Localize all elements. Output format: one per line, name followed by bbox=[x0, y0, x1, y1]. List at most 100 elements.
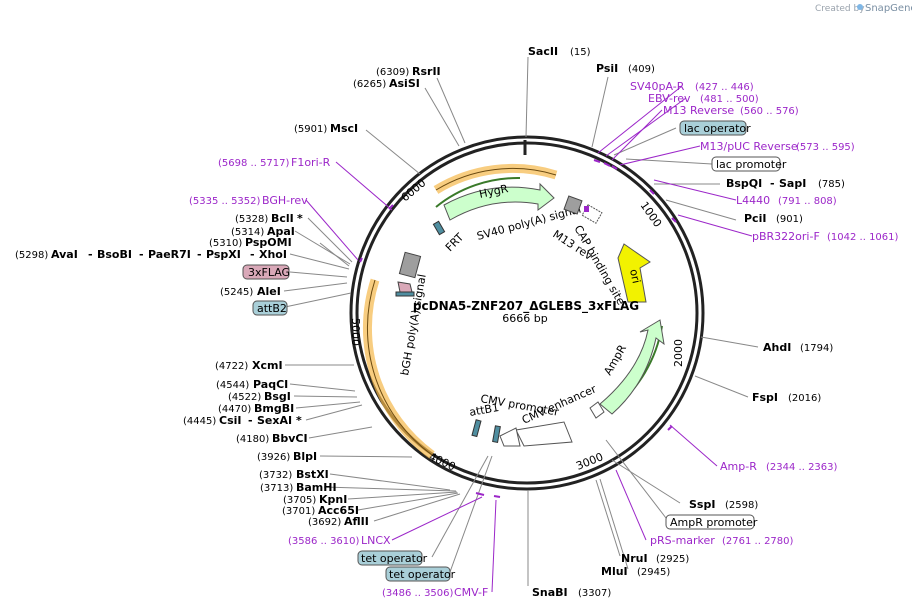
enzyme-psii[interactable]: PsiI(409) bbox=[596, 62, 655, 75]
enzyme-separator: - bbox=[197, 248, 202, 261]
enzyme-pos: (5328) bbox=[235, 214, 268, 225]
primer-range: (481 .. 500) bbox=[700, 94, 759, 105]
enzyme-msci[interactable]: (5901)MscI bbox=[294, 122, 358, 135]
primer-name: CMV-F bbox=[454, 586, 488, 599]
enzyme-pcii[interactable]: PciI(901) bbox=[744, 212, 803, 225]
boxed-feature-labels: lac operator lac promoter 3xFLAG attB2 A… bbox=[242, 120, 787, 582]
enzyme-pos: (4180) bbox=[236, 434, 269, 445]
enzyme-pos: (5314) bbox=[231, 227, 264, 238]
feature-3xflag[interactable]: 3xFLAG bbox=[242, 264, 290, 280]
enzyme-name: NruI bbox=[621, 552, 648, 565]
feature-name: lac promoter bbox=[716, 158, 787, 171]
enzyme-pos: (3307) bbox=[578, 588, 611, 599]
feature-lac-promoter[interactable]: lac promoter bbox=[711, 156, 787, 172]
enzyme-name: BsoBI bbox=[97, 248, 132, 261]
enzyme-name: FspI bbox=[752, 391, 778, 404]
flag-marker bbox=[397, 281, 413, 293]
enzyme-nrui[interactable]: NruI(2925) bbox=[621, 552, 689, 565]
primer-range: (5335 .. 5352) bbox=[189, 196, 261, 207]
enzyme-xcmi[interactable]: (4722)XcmI bbox=[215, 359, 283, 372]
primer-bgh-rev[interactable]: (5335 .. 5352)BGH-rev bbox=[189, 194, 308, 207]
primer-range: (573 .. 595) bbox=[796, 142, 855, 153]
snapgene-credit: Created by SnapGene bbox=[815, 3, 912, 14]
enzyme-name: SexAI bbox=[257, 414, 292, 427]
enzyme-pos: (6265) bbox=[353, 79, 386, 90]
primer-m13-reverse[interactable]: M13 Reverse(560 .. 576) bbox=[663, 104, 799, 117]
enzyme-name: Acc65I bbox=[318, 504, 359, 517]
primer-lncx[interactable]: (3586 .. 3610)LNCX bbox=[288, 534, 391, 547]
backbone-ring bbox=[349, 135, 705, 491]
primer-ebv-rev[interactable]: EBV-rev(481 .. 500) bbox=[648, 92, 759, 105]
primer-pbr322ori-f[interactable]: pBR322ori-F(1042 .. 1061) bbox=[752, 230, 899, 243]
enzyme-pos: (15) bbox=[570, 47, 591, 58]
enzyme-snabi[interactable]: SnaBI(3307) bbox=[532, 586, 611, 599]
enzyme-separator: - bbox=[770, 177, 775, 190]
primer-sv40pa-r[interactable]: SV40pA-R(427 .. 446) bbox=[630, 80, 754, 93]
enzyme-sacii[interactable]: SacII(15) bbox=[528, 45, 591, 58]
enzyme-blpi[interactable]: (3926)BlpI bbox=[257, 450, 317, 463]
enzyme-name: SapI bbox=[779, 177, 806, 190]
enzyme-asisi[interactable]: (6265)AsiSI bbox=[353, 77, 420, 90]
enzyme-pos: (2945) bbox=[637, 567, 670, 578]
enzyme-pos: (3926) bbox=[257, 452, 290, 463]
hygr-arrow bbox=[443, 182, 555, 221]
enzyme-name: BspQI bbox=[726, 177, 762, 190]
enzyme-sspi[interactable]: SspI (2598) bbox=[689, 498, 758, 511]
feature-attb2[interactable]: attB2 bbox=[252, 300, 288, 316]
feature-name: attB2 bbox=[257, 302, 287, 315]
enzyme-pos: (2598) bbox=[725, 500, 758, 511]
feature-tet-operator-2[interactable]: tet operator bbox=[385, 566, 456, 582]
enzyme-mlui[interactable]: MluI (2945) bbox=[601, 565, 670, 578]
enzyme-pos: (3705) bbox=[283, 495, 316, 506]
enzyme-pos: (3732) bbox=[259, 470, 292, 481]
enzyme-pspomi[interactable]: (5310)PspOMI bbox=[209, 236, 292, 249]
feature-tet-operator-1[interactable]: tet operator bbox=[357, 550, 428, 566]
enzyme-name: MluI bbox=[601, 565, 628, 578]
credit-text: Created by bbox=[815, 4, 865, 14]
feature-name: 3xFLAG bbox=[248, 266, 290, 279]
enzyme-csii-sexai[interactable]: (4445)CsiI-SexAI* bbox=[183, 414, 302, 427]
enzyme-alei[interactable]: (5245)AleI bbox=[220, 285, 281, 298]
enzyme-paqci[interactable]: (4544)PaqCI bbox=[216, 378, 288, 391]
enzyme-pos: (4522) bbox=[228, 392, 261, 403]
m13-mark bbox=[584, 206, 589, 212]
enzyme-fspi[interactable]: FspI (2016) bbox=[752, 391, 821, 404]
enzyme-avai-group[interactable]: (5298) AvaI - BsoBI - PaeR7I - PspXI - X… bbox=[15, 248, 287, 261]
feature-name: tet operator bbox=[389, 568, 456, 581]
feature-ampr-promoter[interactable]: AmpR promoter bbox=[665, 514, 758, 530]
enzyme-rsrii[interactable]: (6309)RsrII bbox=[376, 65, 441, 78]
primer-cmv-f[interactable]: (3486 .. 3506)CMV-F bbox=[382, 586, 488, 599]
enzyme-kpni[interactable]: (3705)KpnI bbox=[283, 493, 347, 506]
primer-m13-puc-reverse[interactable]: M13/pUC Reverse(573 .. 595) bbox=[700, 140, 855, 153]
enzyme-name: PaeR7I bbox=[148, 248, 191, 261]
enzyme-apai[interactable]: (5314)ApaI bbox=[231, 225, 295, 238]
enzyme-name: PciI bbox=[744, 212, 766, 225]
enzyme-bamhi[interactable]: (3713)BamHI bbox=[260, 481, 337, 494]
enzyme-aflii[interactable]: (3692)AflII bbox=[308, 515, 369, 528]
enzyme-pos: (6309) bbox=[376, 67, 409, 78]
primer-name: M13/pUC Reverse bbox=[700, 140, 798, 153]
primer-prs-marker[interactable]: pRS-marker(2761 .. 2780) bbox=[650, 534, 794, 547]
leader-lines bbox=[283, 56, 759, 586]
enzyme-name: SspI bbox=[689, 498, 715, 511]
enzyme-ahdi[interactable]: AhdI(1794) bbox=[763, 341, 833, 354]
enzyme-bbvci[interactable]: (4180)BbvCI bbox=[236, 432, 308, 445]
enzyme-bspqi-sapi[interactable]: BspQI-SapI(785) bbox=[726, 177, 845, 190]
ori-arrow bbox=[617, 243, 651, 303]
primer-range: (1042 .. 1061) bbox=[827, 232, 899, 243]
enzyme-bcli[interactable]: (5328)BclI* bbox=[235, 212, 303, 225]
feature-lac-operator[interactable]: lac operator bbox=[679, 120, 751, 136]
enzyme-bsgi[interactable]: (4522)BsgI bbox=[228, 390, 291, 403]
enzyme-pos: (1794) bbox=[800, 343, 833, 354]
enzyme-acc65i[interactable]: (3701)Acc65I bbox=[282, 504, 359, 517]
primer-amp-r[interactable]: Amp-R(2344 .. 2363) bbox=[720, 460, 838, 473]
enzyme-pos: (2016) bbox=[788, 393, 821, 404]
primer-f1ori-r[interactable]: (5698 .. 5717)F1ori-R bbox=[218, 156, 331, 169]
primer-name: pRS-marker bbox=[650, 534, 715, 547]
outer-strand bbox=[349, 135, 705, 491]
enzyme-bmgbi[interactable]: (4470)BmgBI bbox=[218, 402, 294, 415]
primer-name: LNCX bbox=[361, 534, 391, 547]
primer-l4440[interactable]: L4440(791 .. 808) bbox=[736, 194, 837, 207]
enzyme-bstxi[interactable]: (3732)BstXI bbox=[259, 468, 329, 481]
ori-label: ori bbox=[627, 268, 643, 285]
